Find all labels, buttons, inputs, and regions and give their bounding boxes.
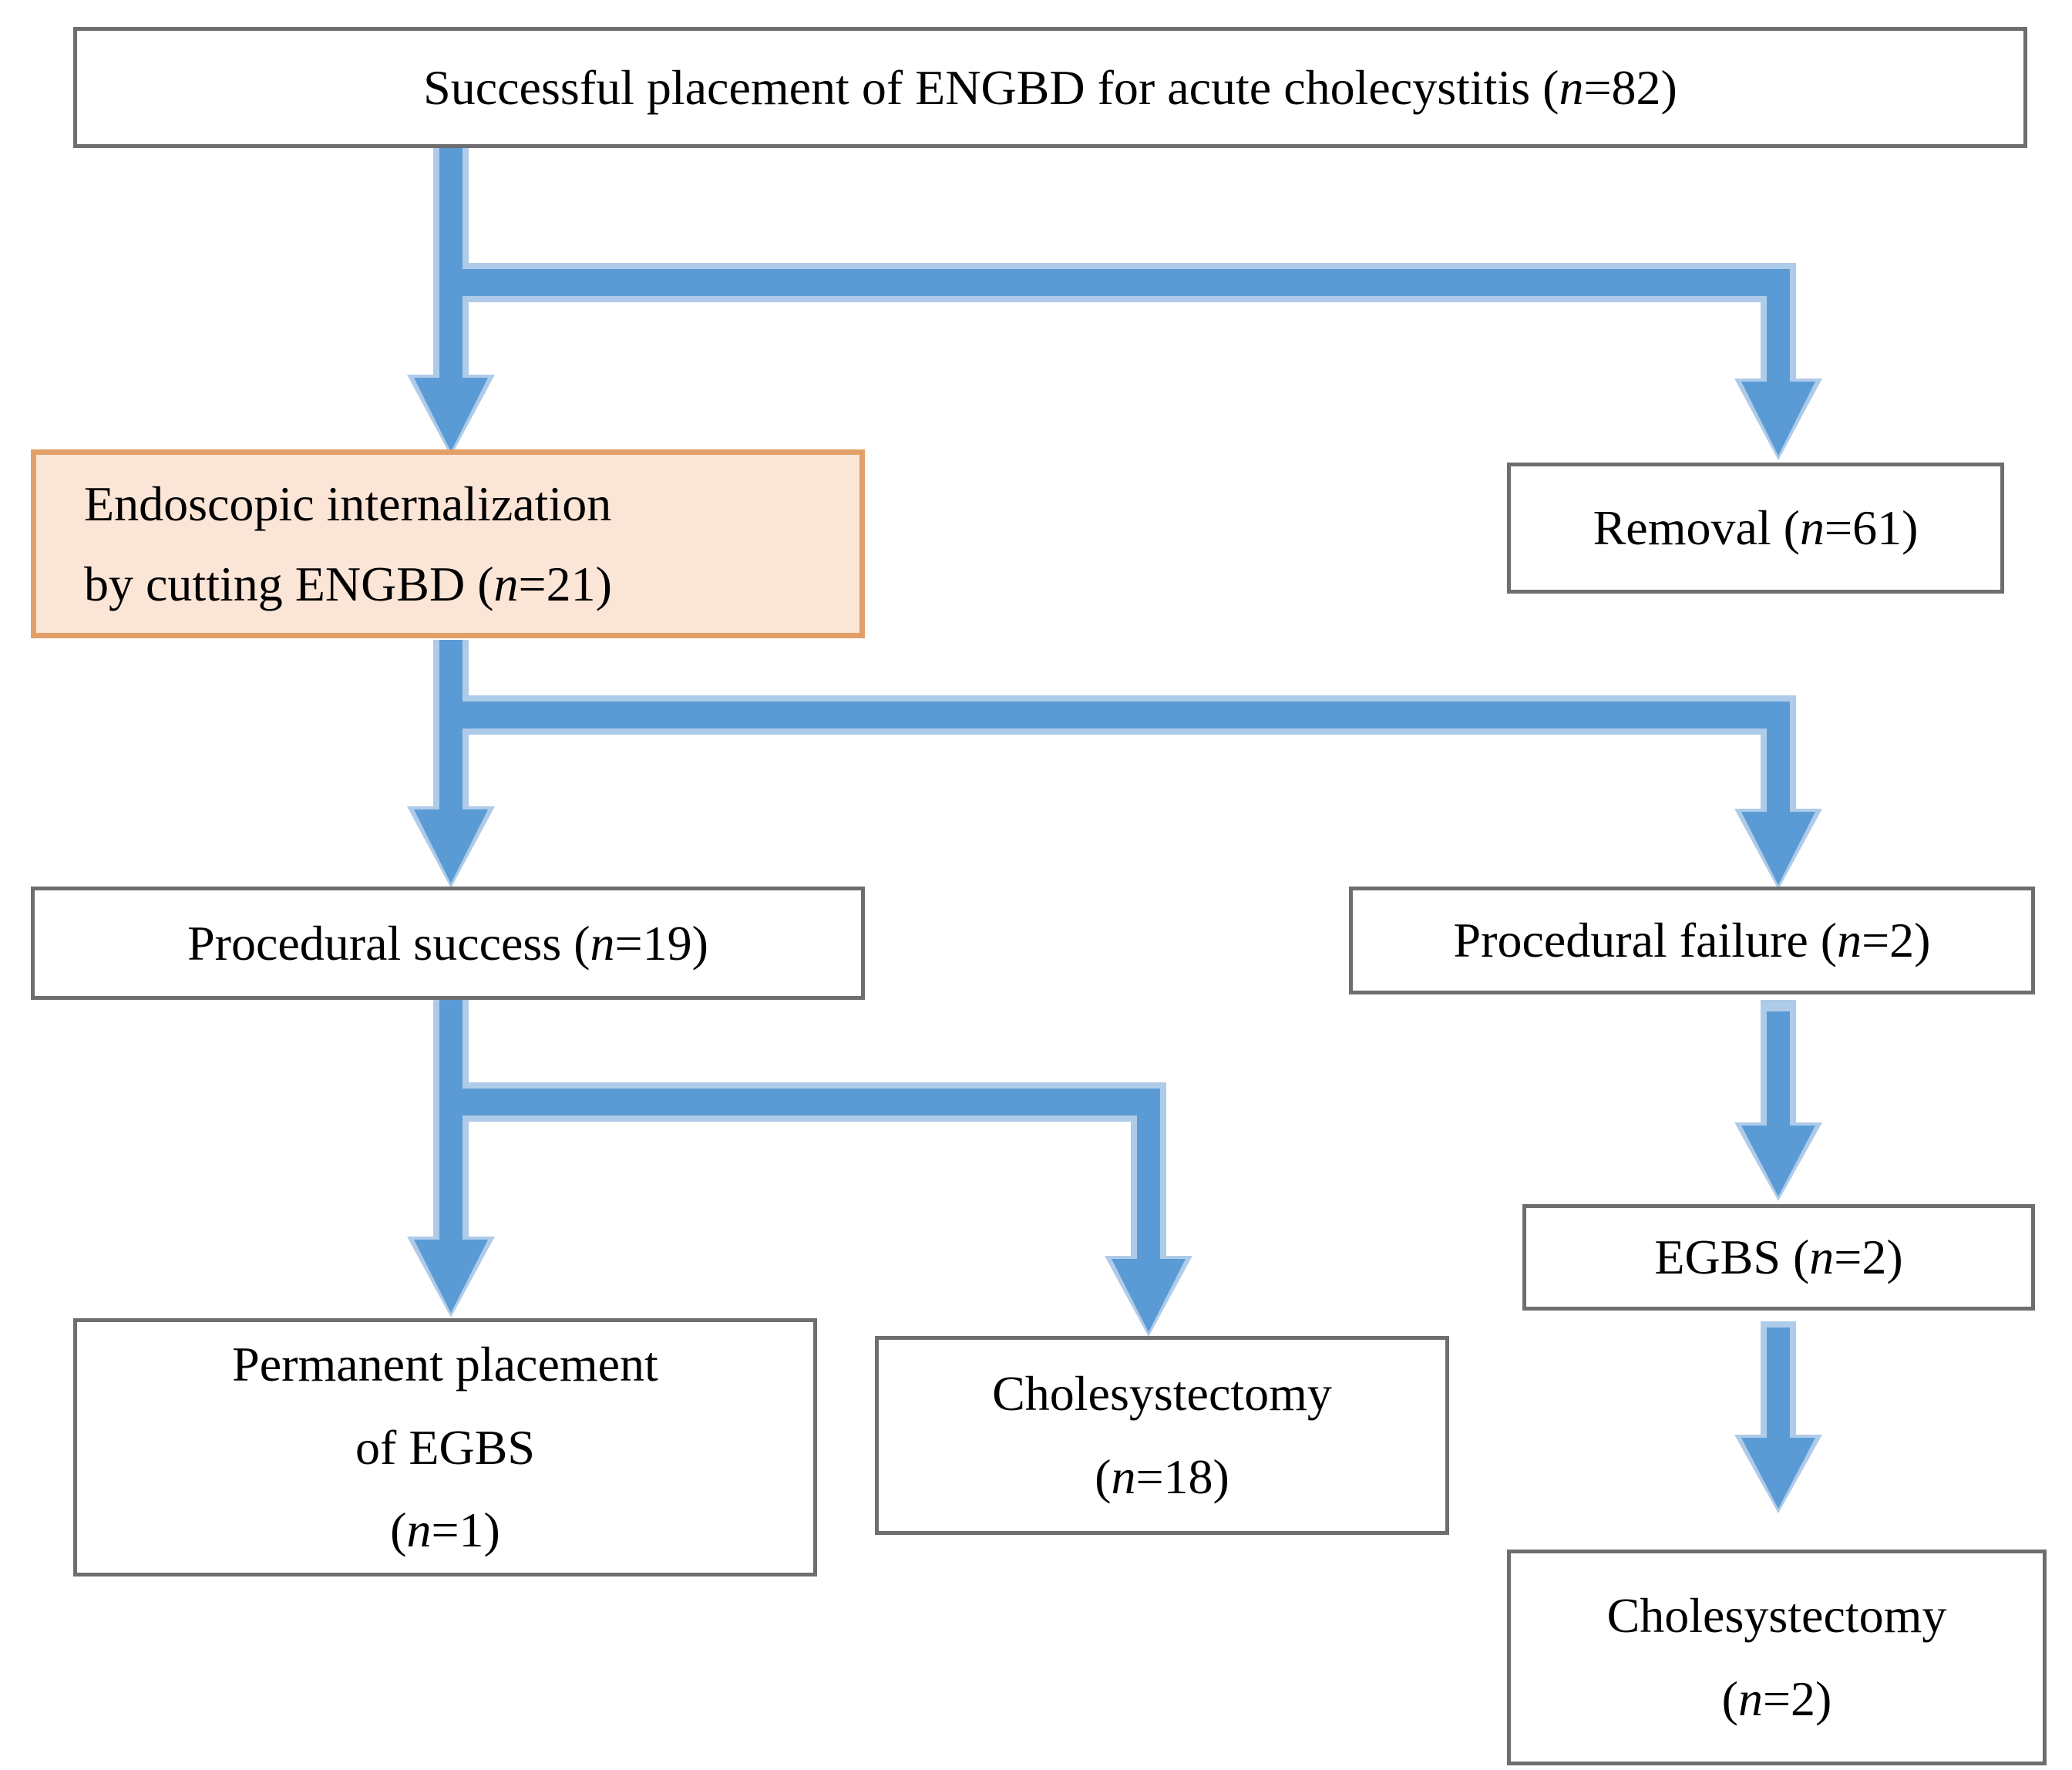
arrow-success-to-permanent-shaft: [439, 1000, 462, 1241]
arrowhead-into-failure: [1741, 812, 1815, 885]
arrow-success-to-cholecystectomy-shaft: [1137, 1089, 1160, 1260]
arrowhead-into-egbs: [1741, 1126, 1815, 1196]
branch-bar-3: [439, 1089, 1160, 1116]
arrowhead-into-internalization: [414, 378, 488, 452]
box-removal: Removal (n=61): [1507, 463, 2004, 594]
box-egbs-label: EGBS (n=2): [1654, 1230, 1903, 1284]
box-procedural-success-label: Procedural success (n=19): [187, 915, 708, 971]
box-procedural-failure-label: Procedural failure (n=2): [1453, 913, 1931, 967]
box-procedural-success: Procedural success (n=19): [31, 887, 865, 1000]
box-cholecystectomy-2: Cholesystectomy(n=2): [1507, 1550, 2047, 1765]
box-removal-label: Removal (n=61): [1593, 500, 1919, 555]
box-cholecystectomy-18-label: Cholesystectomy(n=18): [992, 1366, 1332, 1504]
arrowhead-into-removal: [1741, 382, 1815, 456]
arrow-failure-to-egbs-shaft: [1767, 1011, 1790, 1127]
arrowhead-into-cholecystectomy-18: [1112, 1259, 1186, 1332]
arrow-egbs-to-cholecystectomy-shaft: [1767, 1328, 1790, 1439]
branch-bar-2: [439, 702, 1790, 729]
box-successful-placement-label: Successful placement of ENGBD for acute …: [423, 59, 1677, 115]
box-cholecystectomy-18: Cholesystectomy(n=18): [875, 1336, 1449, 1535]
arrow-top-to-internalization-shaft: [439, 148, 462, 379]
arrowhead-into-permanent: [414, 1240, 488, 1313]
arrowhead-into-success: [414, 809, 488, 883]
arrow-internalization-to-failure-shaft: [1767, 702, 1790, 813]
box-procedural-failure: Procedural failure (n=2): [1349, 887, 2035, 994]
arrowhead-into-cholecystectomy-2: [1741, 1438, 1815, 1509]
box-successful-placement: Successful placement of ENGBD for acute …: [73, 27, 2027, 148]
box-cholecystectomy-2-label: Cholesystectomy(n=2): [1606, 1588, 1947, 1726]
box-egbs: EGBS (n=2): [1522, 1204, 2035, 1311]
arrow-top-to-removal-shaft: [1767, 269, 1790, 383]
branch-bar-1: [439, 269, 1790, 296]
